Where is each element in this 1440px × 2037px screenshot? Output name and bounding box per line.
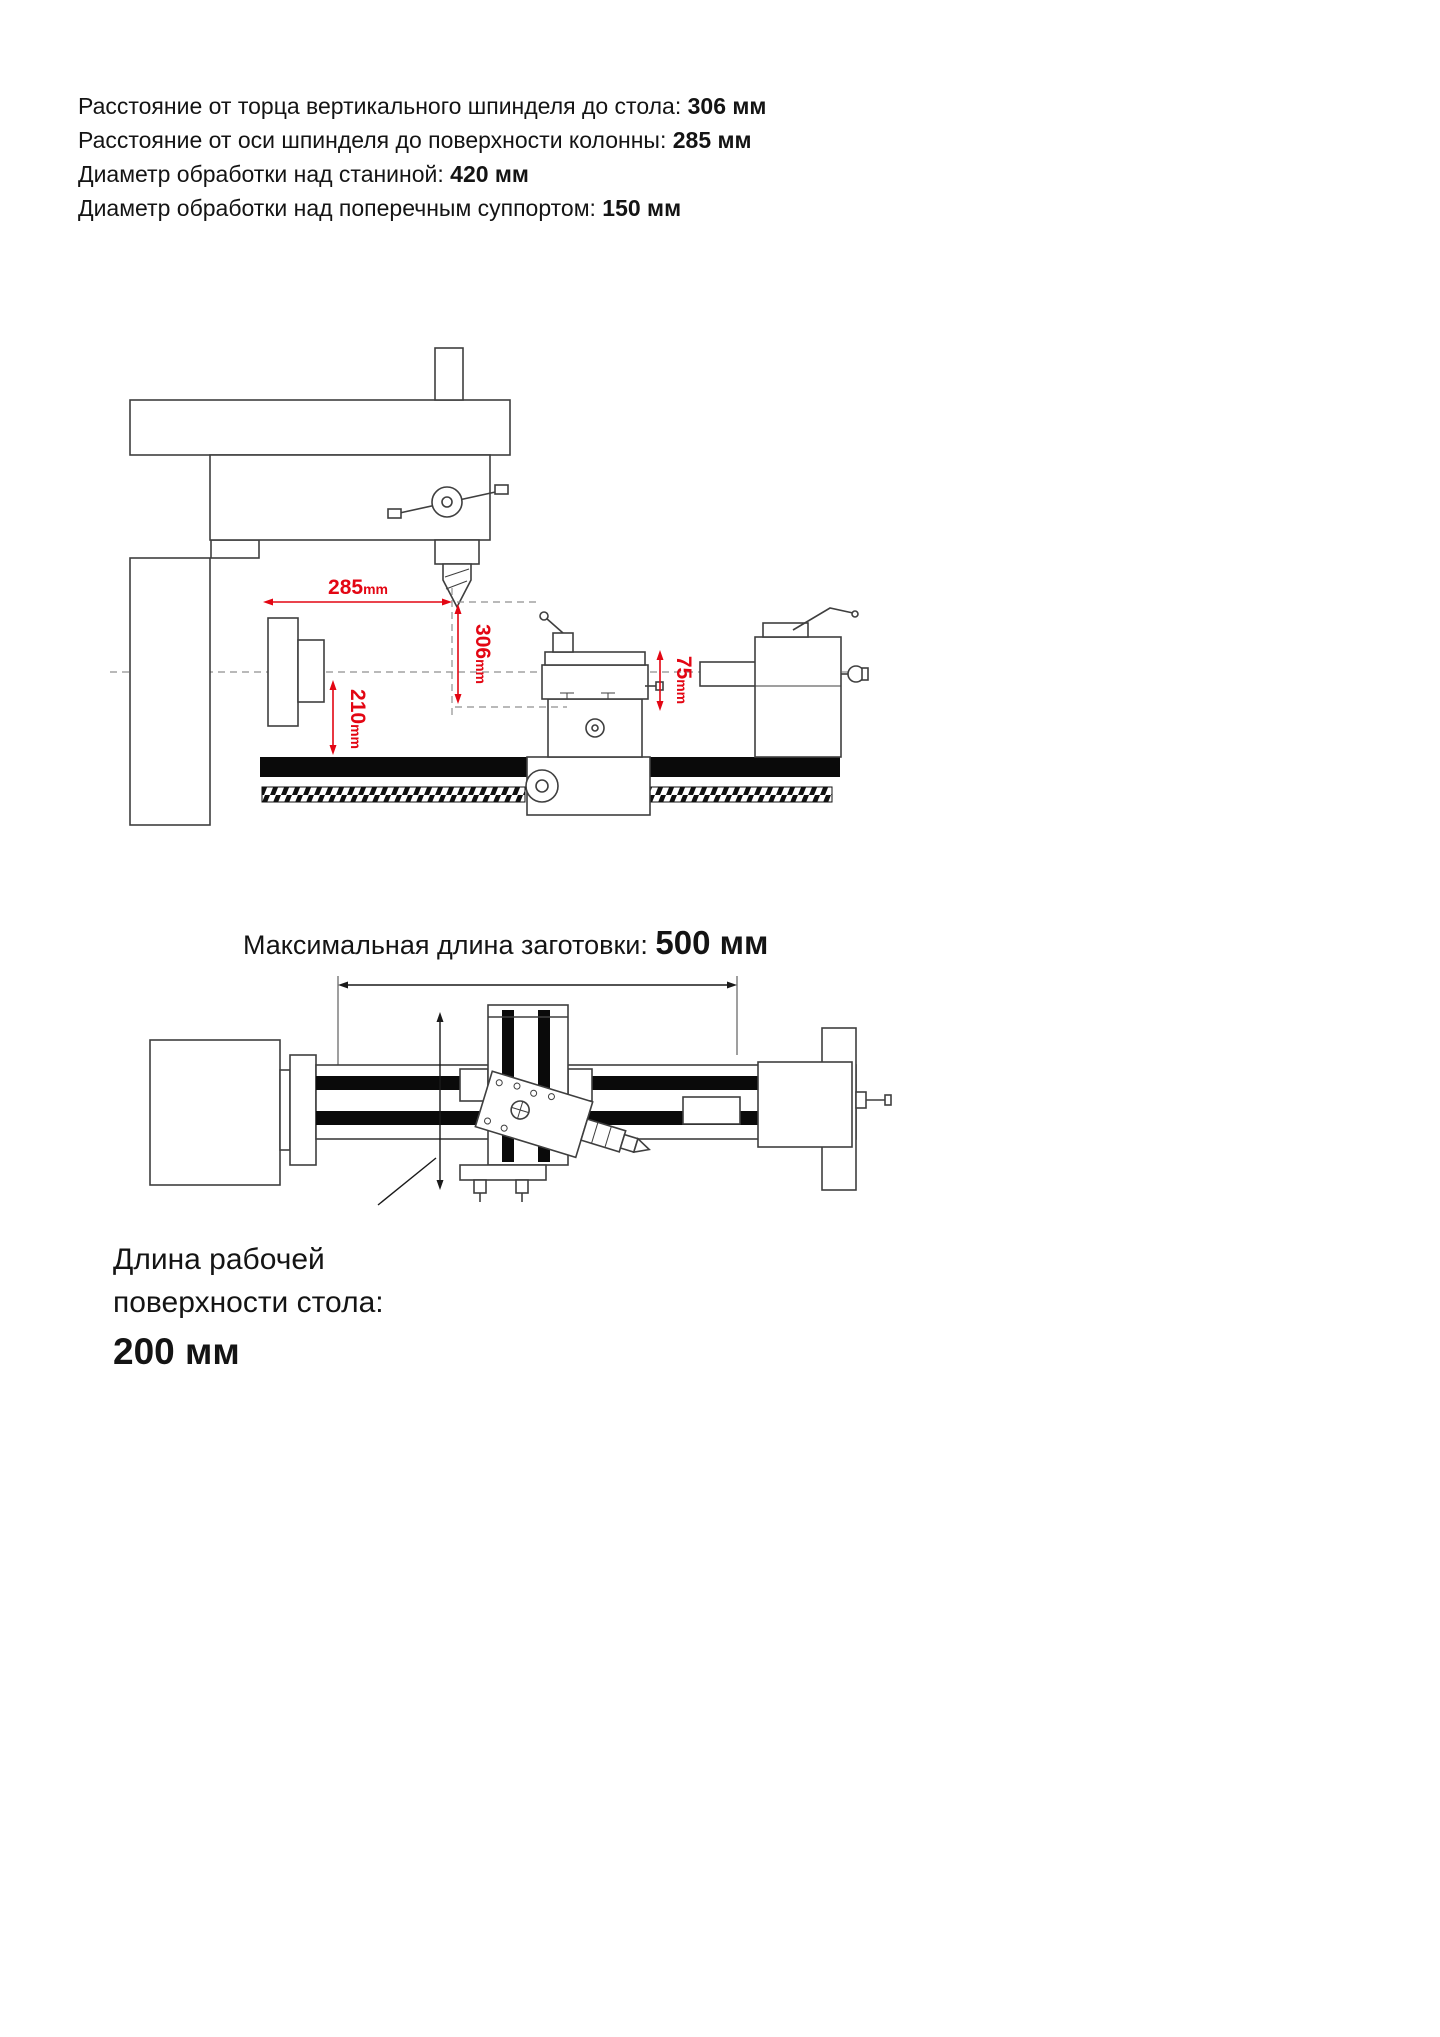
table-length-label-line1: Длина рабочей xyxy=(113,1243,325,1276)
table-surface-length: Длина рабочей поверхности стола: 200 мм xyxy=(113,1238,384,1373)
dim-210-label: 210mm xyxy=(346,689,369,749)
table-length-dim xyxy=(377,1012,444,1206)
spec-label: Расстояние от торца вертикального шпинде… xyxy=(78,93,688,119)
top-view-diagram xyxy=(149,976,892,1206)
spec-label: Диаметр обработки над станиной: xyxy=(78,161,451,187)
spec-label: Диаметр обработки над поперечным суппорт… xyxy=(78,195,603,221)
tailstock-top xyxy=(682,1027,892,1191)
dimension-guides xyxy=(451,588,567,715)
dim-285: 285mm xyxy=(263,576,452,606)
spec-swing-over-bed: Диаметр обработки над станиной: 420 мм xyxy=(78,162,766,186)
spec-spindle-to-table: Расстояние от торца вертикального шпинде… xyxy=(78,94,766,118)
spec-swing-over-cross-slide: Диаметр обработки над поперечным суппорт… xyxy=(78,196,766,220)
table-bottom xyxy=(459,1164,547,1202)
side-view-diagram: 285mm 306mm 210mm 75mm xyxy=(110,347,869,826)
dim-210: 210mm xyxy=(329,680,369,755)
spec-value: 150 мм xyxy=(602,195,682,221)
dim-306-label: 306mm xyxy=(471,624,494,684)
dim-285-label: 285mm xyxy=(328,576,388,599)
max-workpiece-length: Максимальная длина заготовки: 500 мм xyxy=(243,924,768,962)
dim-75-label: 75mm xyxy=(672,656,695,704)
table-length-label-line2: поверхности стола: xyxy=(113,1286,384,1319)
lathe-chuck xyxy=(267,617,325,727)
headstock-top xyxy=(149,1039,317,1186)
column xyxy=(129,539,260,826)
spec-value: 285 мм xyxy=(672,127,752,153)
mill-head xyxy=(129,347,511,541)
dim-75: 75mm xyxy=(656,650,695,711)
vertical-spindle xyxy=(434,539,480,609)
dim-500 xyxy=(337,976,738,1072)
spec-value: 420 мм xyxy=(450,161,529,187)
spec-axis-to-column: Расстояние от оси шпинделя до поверхност… xyxy=(78,128,766,152)
spec-value: 306 мм xyxy=(687,93,767,119)
cross-slide xyxy=(525,611,664,816)
table-length-value: 200 мм xyxy=(113,1331,240,1372)
dim-306: 306mm xyxy=(454,604,494,704)
cross-slide-top xyxy=(474,1070,651,1159)
tailstock xyxy=(699,607,869,758)
spec-label: Расстояние от оси шпинделя до поверхност… xyxy=(78,127,673,153)
spec-list: Расстояние от торца вертикального шпинде… xyxy=(78,94,766,230)
max-length-label: Максимальная длина заготовки: xyxy=(243,930,656,960)
max-length-value: 500 мм xyxy=(655,924,769,961)
